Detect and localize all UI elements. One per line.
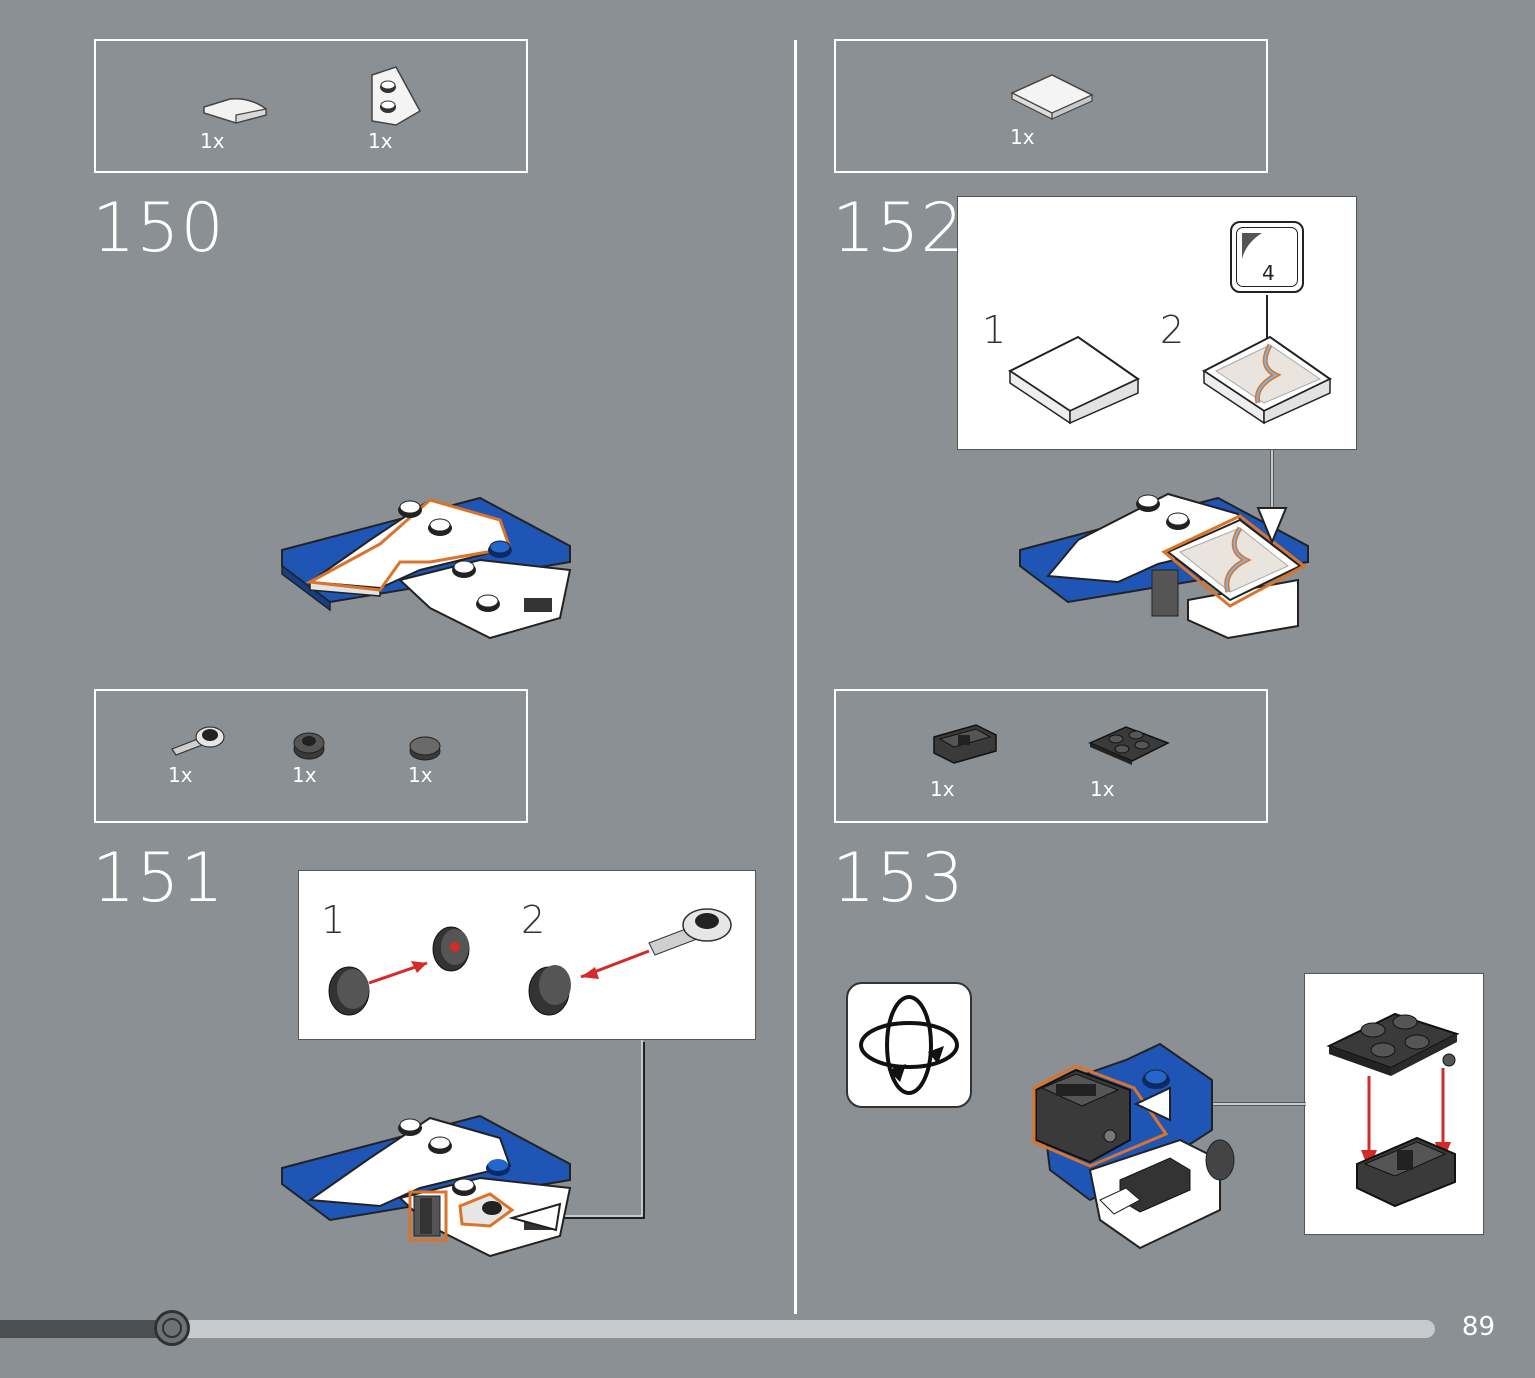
parts-box-step-150: 1x 1x (94, 39, 528, 173)
build-model-step-150 (280, 490, 572, 640)
callout-sticker-illustration (1008, 295, 1332, 425)
progress-track (0, 1320, 1435, 1338)
parts-box-step-151: 1x 1x 1x (94, 689, 528, 823)
step-number: 153 (832, 839, 965, 918)
white-wedge-plate-icon (366, 65, 426, 131)
callout-step-152: 1 2 4 (957, 196, 1357, 450)
part-qty: 1x (1010, 125, 1035, 149)
part-qty: 1x (1090, 777, 1115, 801)
build-model-step-151 (280, 1040, 650, 1260)
callout-substep-number: 1 (321, 898, 346, 942)
progress-knob (154, 1310, 190, 1346)
parts-box-step-153: 1x 1x (834, 689, 1268, 823)
black-round-plate-icon (292, 731, 326, 761)
part-qty: 1x (200, 129, 225, 153)
part-qty: 1x (168, 763, 193, 787)
part-qty: 1x (930, 777, 955, 801)
callout-assembly-illustration (328, 908, 732, 1016)
step-number: 151 (92, 839, 225, 918)
part-qty: 1x (408, 763, 433, 787)
black-hinge-icon (930, 721, 1000, 767)
white-tile-icon (1008, 69, 1094, 121)
callout-substep-number: 1 (982, 308, 1007, 352)
sticker-sheet-icon: 4 (1230, 221, 1304, 293)
sticker-number: 4 (1262, 261, 1275, 285)
build-model-step-153 (1030, 1040, 1310, 1252)
progress-fill (0, 1320, 172, 1338)
callout-step-151: 1 2 (298, 870, 756, 1040)
callout-substep-number: 2 (521, 898, 546, 942)
rotate-model-icon (846, 982, 972, 1108)
step-number: 152 (832, 189, 965, 268)
white-curved-slope-icon (200, 93, 270, 125)
black-plate-2x2-icon (1086, 721, 1172, 767)
gray-arm-clip-icon (168, 721, 228, 757)
part-qty: 1x (292, 763, 317, 787)
build-model-step-152 (1018, 450, 1310, 640)
part-qty: 1x (368, 129, 393, 153)
page-number: 89 (1461, 1312, 1495, 1342)
step-number: 150 (92, 189, 225, 268)
parts-box-step-152: 1x (834, 39, 1268, 173)
gray-round-tile-icon (408, 735, 442, 761)
page-divider (794, 40, 797, 1314)
callout-hinge-assembly-illustration (1326, 1012, 1460, 1208)
callout-step-153 (1304, 973, 1484, 1235)
callout-substep-number: 2 (1160, 308, 1185, 352)
